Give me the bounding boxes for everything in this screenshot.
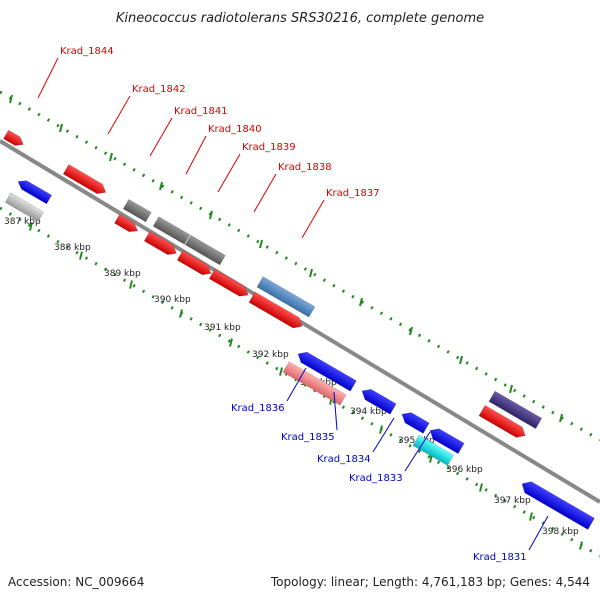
gene-arrow: [401, 412, 430, 434]
gene-label[interactable]: Krad_1833: [349, 473, 403, 484]
gene-label[interactable]: Krad_1839: [242, 142, 296, 153]
inner-tick: [229, 338, 233, 347]
gene-arrow: [152, 216, 191, 245]
outer-tick: [309, 268, 313, 278]
gene-label[interactable]: Krad_1841: [174, 106, 228, 117]
accession-text: Accession: NC_009664: [8, 575, 144, 589]
gene-arrow: [429, 428, 465, 454]
topology-text: Topology: linear; Length: 4,761,183 bp; …: [270, 575, 590, 589]
gene-leader-line: [107, 95, 131, 135]
gene-label[interactable]: Krad_1842: [132, 84, 186, 95]
gene-label[interactable]: Krad_1838: [278, 162, 332, 173]
gene-labels: Krad_1844Krad_1842Krad_1841Krad_1840Krad…: [37, 46, 549, 563]
gene-arrow: [256, 276, 316, 318]
gene-arrow: [521, 481, 595, 530]
gene-leader-line: [286, 367, 307, 402]
scale-label: 397 kbp: [494, 496, 531, 506]
gene-arrow: [143, 231, 177, 255]
gene-leader-line: [528, 515, 549, 551]
gene-leader-line: [149, 117, 173, 157]
gene-leader-line: [301, 199, 325, 239]
gene-arrow: [478, 405, 526, 438]
gene-arrow: [3, 129, 24, 146]
gene-arrow: [176, 250, 212, 275]
inner-tick: [179, 309, 183, 318]
outer-tick: [459, 355, 463, 365]
scale-label: 398 kbp: [542, 527, 579, 537]
gene-label[interactable]: Krad_1835: [281, 432, 335, 443]
outer-tick: [109, 152, 113, 162]
inner-tick: [529, 512, 533, 521]
scale-label: 389 kbp: [104, 269, 141, 279]
gene-arrow: [17, 180, 52, 205]
gene-features: [3, 129, 595, 530]
outer-tick: [9, 94, 13, 104]
gene-label[interactable]: Krad_1831: [473, 552, 527, 563]
gene-leader-line: [217, 153, 241, 193]
gene-label[interactable]: Krad_1834: [317, 454, 371, 465]
scale-label: 387 kbp: [4, 217, 41, 227]
gene-leader-line: [333, 391, 338, 431]
outer-tick: [159, 181, 163, 191]
outer-tick: [509, 384, 513, 394]
inner-tick: [29, 222, 33, 231]
outer-tick: [259, 239, 263, 249]
outer-tick: [409, 326, 413, 336]
scale-label: 390 kbp: [154, 295, 191, 305]
gene-leader-line: [253, 173, 277, 213]
scale-label: 388 kbp: [54, 243, 91, 253]
gene-arrow: [248, 291, 303, 329]
gene-leader-line: [185, 135, 207, 175]
inner-tick: [579, 541, 583, 550]
gene-arrow: [208, 268, 249, 297]
gene-arrow: [488, 390, 543, 429]
gene-label[interactable]: Krad_1836: [231, 403, 285, 414]
scale-ticks: [9, 94, 583, 550]
scale-label: 396 kbp: [446, 465, 483, 475]
gene-arrow: [361, 389, 397, 415]
scale-label: 391 kbp: [204, 323, 241, 333]
inner-tick: [279, 367, 283, 376]
gene-arrow: [184, 234, 226, 266]
scale-label: 392 kbp: [252, 350, 289, 360]
inner-tick: [129, 280, 133, 289]
inner-tick: [379, 425, 383, 434]
inner-tick: [479, 483, 483, 492]
gene-arrow: [114, 214, 139, 232]
scale-label: 394 kbp: [350, 407, 387, 417]
gene-label[interactable]: Krad_1840: [208, 124, 262, 135]
outer-tick: [359, 297, 363, 307]
outer-tick: [559, 413, 563, 423]
gene-arrow: [297, 351, 357, 392]
gene-label[interactable]: Krad_1837: [326, 188, 380, 199]
gene-leader-line: [404, 431, 431, 472]
map-title: Kineococcus radiotolerans SRS30216, comp…: [116, 11, 484, 26]
outer-tick: [209, 210, 213, 220]
gene-leader-line: [372, 417, 395, 453]
inner-tick: [79, 251, 83, 260]
outer-tick: [59, 123, 63, 133]
gene-label[interactable]: Krad_1844: [60, 46, 114, 57]
gene-arrow: [122, 198, 152, 223]
gene-arrow: [4, 192, 44, 222]
gene-arrow: [282, 361, 347, 406]
gene-arrow: [62, 164, 107, 194]
gene-leader-line: [37, 57, 59, 99]
